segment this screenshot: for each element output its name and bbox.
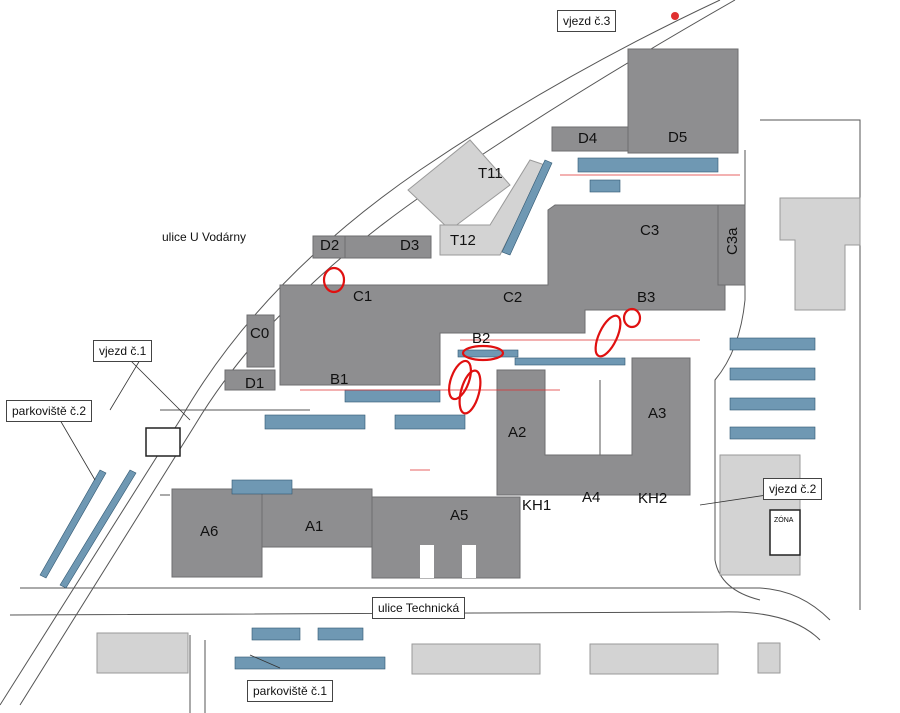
building-C3a bbox=[717, 204, 746, 286]
callout-entrance-1: vjezd č.1 bbox=[93, 340, 153, 362]
building-D1 bbox=[224, 369, 276, 391]
building-T11 bbox=[407, 139, 511, 231]
label-D2: D2 bbox=[320, 237, 339, 254]
callout-entrance-3: vjezd č.3 bbox=[557, 10, 617, 32]
callout-entrance-2: vjezd č.2 bbox=[763, 478, 823, 500]
label-D5: D5 bbox=[668, 129, 687, 146]
label-A1: A1 bbox=[305, 518, 323, 535]
building-D4 bbox=[551, 126, 629, 152]
label-KH2: KH2 bbox=[638, 490, 667, 507]
zone-sign bbox=[145, 427, 181, 457]
building-south-1 bbox=[96, 632, 189, 674]
highlight-ring bbox=[448, 359, 472, 401]
label-D1: D1 bbox=[245, 375, 264, 392]
zone-sign-2 bbox=[769, 509, 801, 556]
label-D3: D3 bbox=[400, 237, 419, 254]
label-street-technicka: ulice Technická bbox=[372, 597, 466, 619]
label-B3: B3 bbox=[637, 289, 655, 306]
label-C1: C1 bbox=[353, 288, 372, 305]
label-C0: C0 bbox=[250, 325, 269, 342]
building-D5 bbox=[627, 48, 739, 154]
highlight-ring bbox=[322, 266, 346, 294]
highlight-ring bbox=[461, 344, 505, 362]
highlight-rings bbox=[322, 266, 642, 415]
building-labels: D5 D4 T11 T12 D2 D3 C1 C2 C3 C3a B3 B2 C… bbox=[200, 129, 741, 540]
highlight-ring bbox=[622, 307, 642, 329]
label-B1: B1 bbox=[330, 371, 348, 388]
label-B2: B2 bbox=[472, 330, 490, 347]
callout-parking-1: parkoviště č.1 bbox=[247, 680, 334, 702]
zone-sign-text: ZÓNA bbox=[774, 515, 794, 524]
label-A6: A6 bbox=[200, 523, 218, 540]
building-south-3 bbox=[589, 643, 719, 675]
building-south-2 bbox=[411, 643, 541, 675]
label-T12: T12 bbox=[450, 232, 476, 249]
building-A6 bbox=[171, 488, 263, 578]
parking-areas bbox=[39, 157, 816, 670]
label-T11: T11 bbox=[478, 165, 503, 182]
building-A-complex bbox=[496, 357, 691, 496]
building-C0 bbox=[246, 314, 275, 368]
label-A4: A4 bbox=[582, 489, 600, 506]
building-A1 bbox=[261, 488, 373, 548]
annotations: ZÓNA bbox=[145, 12, 801, 556]
label-A5: A5 bbox=[450, 507, 468, 524]
callout-lines bbox=[59, 359, 801, 669]
label-A3: A3 bbox=[648, 405, 666, 422]
building-south-4 bbox=[757, 642, 781, 674]
building-A5 bbox=[371, 496, 521, 579]
label-street-u-vodarny: ulice U Vodárny bbox=[162, 230, 247, 244]
highlight-ring bbox=[458, 369, 482, 415]
roads bbox=[0, 0, 861, 713]
building-D3 bbox=[344, 235, 432, 259]
highlight-ring bbox=[594, 314, 622, 358]
label-D4: D4 bbox=[578, 130, 597, 147]
label-KH1: KH1 bbox=[522, 497, 551, 514]
callout-parking-2: parkoviště č.2 bbox=[6, 400, 93, 422]
label-C3: C3 bbox=[640, 222, 659, 239]
label-C3a: C3a bbox=[724, 227, 741, 255]
building-east bbox=[779, 197, 861, 311]
buildings bbox=[96, 48, 861, 675]
label-C2: C2 bbox=[503, 289, 522, 306]
label-A2: A2 bbox=[508, 424, 526, 441]
